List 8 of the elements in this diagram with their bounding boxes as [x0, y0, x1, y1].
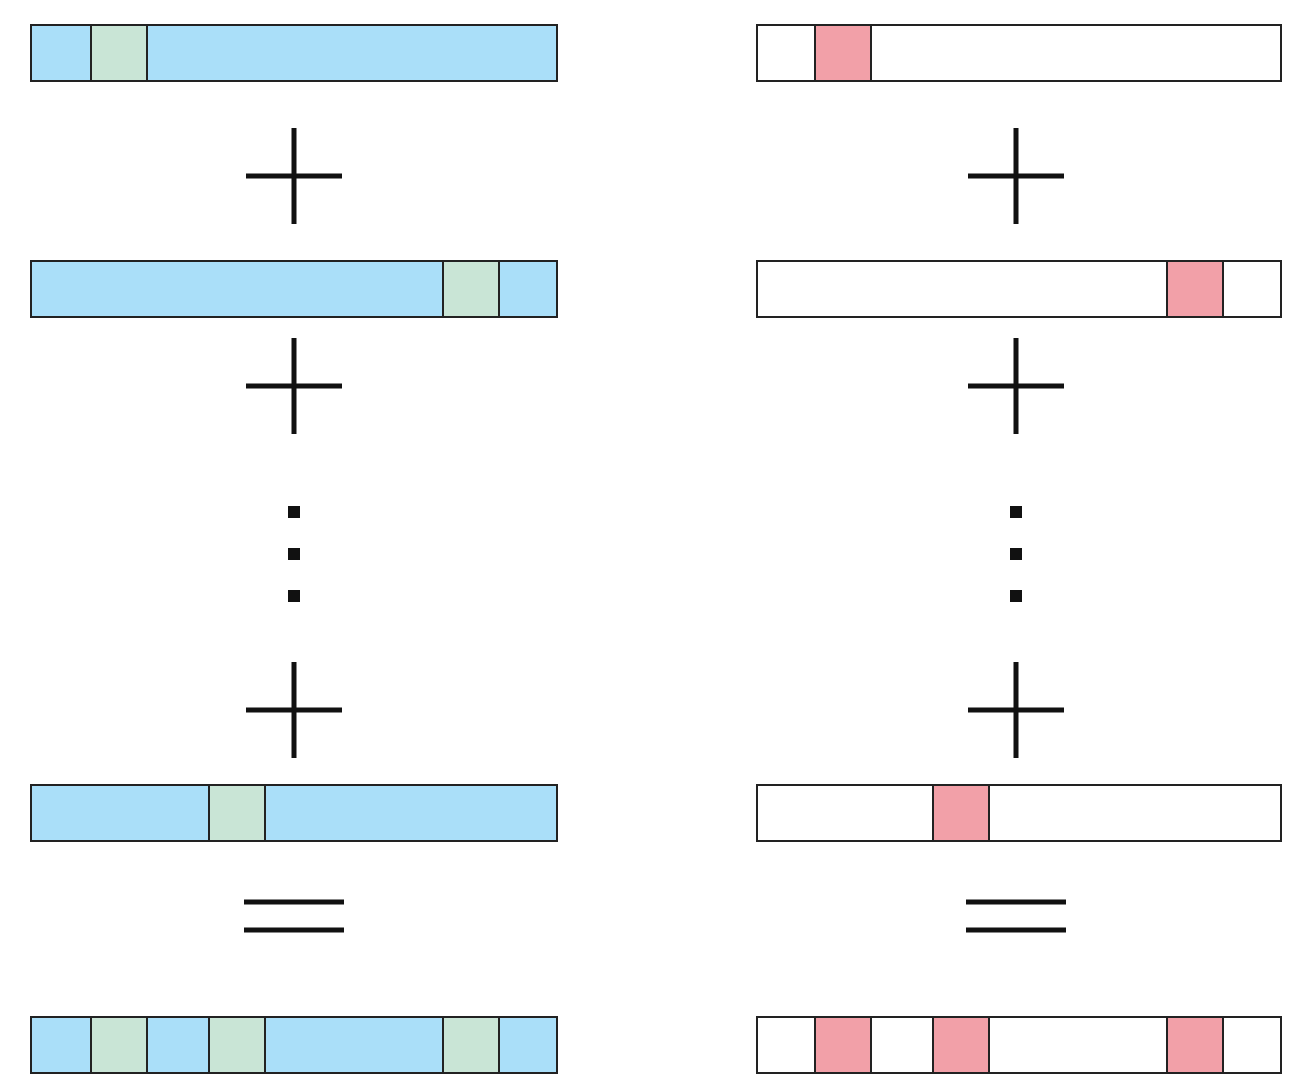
segmented-bar	[30, 1016, 558, 1074]
segmented-bar	[30, 260, 558, 318]
segmented-bar	[756, 784, 1282, 842]
segmented-bar	[756, 24, 1282, 82]
segmented-bar	[756, 1016, 1282, 1074]
segmented-bar	[756, 260, 1282, 318]
segmented-bar	[30, 784, 558, 842]
segmented-bar	[30, 24, 558, 82]
